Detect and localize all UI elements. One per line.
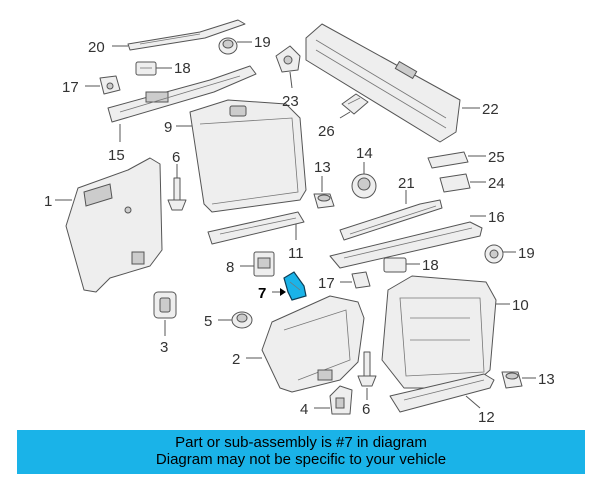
callout-9: 9 [164, 119, 172, 136]
part-11-lower-strip[interactable] [207, 211, 305, 245]
part-17-clip-middle[interactable] [351, 271, 371, 289]
part-17-clip-left[interactable] [99, 75, 121, 95]
callout-22: 22 [482, 101, 499, 118]
callout-24: 24 [488, 175, 505, 192]
part-4-clip[interactable] [329, 385, 353, 415]
part-7-highlighted-bracket[interactable] [283, 271, 307, 301]
part-24-panel[interactable] [439, 173, 471, 193]
part-21-scuff-plate[interactable] [339, 199, 443, 241]
part-6-pin-upper[interactable] [167, 177, 187, 211]
part-8-bracket[interactable] [253, 251, 275, 277]
callout-10: 10 [512, 297, 529, 314]
callout-17-middle: 17 [318, 275, 335, 292]
part-18-clip-middle[interactable] [383, 257, 407, 273]
part-20-upper-trim-strip[interactable] [127, 19, 246, 51]
part-13-nut-upper[interactable] [313, 193, 335, 209]
part-1-side-trim-panel[interactable] [65, 157, 163, 293]
part-5-nut[interactable] [231, 311, 253, 329]
callout-23: 23 [282, 93, 299, 110]
callout-17-left: 17 [62, 79, 79, 96]
callout-18-middle: 18 [422, 257, 439, 274]
callout-16: 16 [488, 209, 505, 226]
part-6-pin-lower[interactable] [357, 351, 377, 387]
part-15-side-garnish[interactable] [107, 65, 257, 123]
callout-20: 20 [88, 39, 105, 56]
part-18-clip-top[interactable] [135, 61, 157, 76]
callout-4: 4 [300, 401, 308, 418]
part-10-storage-box[interactable] [381, 275, 497, 389]
callout-18-top: 18 [174, 60, 191, 77]
banner-line-disclaimer: Diagram may not be specific to your vehi… [155, 451, 447, 468]
part-19-clip-right[interactable] [484, 244, 504, 264]
part-22-tonneau-cover[interactable] [305, 23, 461, 143]
banner-line-part: Part or sub-assembly is #7 in diagram [175, 434, 427, 451]
part-2-lower-quarter-trim[interactable] [261, 295, 365, 393]
callout-5: 5 [204, 313, 212, 330]
part-23-bracket[interactable] [275, 45, 301, 73]
callout-19-top: 19 [254, 34, 271, 51]
part-12-sill-plate[interactable] [389, 373, 495, 413]
part-9-quarter-panel-upper[interactable] [189, 99, 307, 213]
callout-3: 3 [160, 339, 168, 356]
part-16-rail[interactable] [329, 221, 483, 269]
info-banner: Part or sub-assembly is #7 in diagram Di… [17, 430, 585, 474]
part-13-nut-lower[interactable] [501, 371, 523, 389]
callout-2: 2 [232, 351, 240, 368]
callout-13-lower: 13 [538, 371, 555, 388]
callout-8: 8 [226, 259, 234, 276]
callout-12: 12 [478, 409, 495, 426]
callout-15: 15 [108, 147, 125, 164]
callout-13-upper: 13 [314, 159, 331, 176]
callout-1: 1 [44, 193, 52, 210]
callout-21: 21 [398, 175, 415, 192]
callout-11: 11 [288, 245, 304, 262]
part-25-panel[interactable] [427, 151, 469, 169]
callout-14: 14 [356, 145, 373, 162]
callout-19-right: 19 [518, 245, 535, 262]
part-3-clip[interactable] [153, 291, 177, 319]
callout-26: 26 [318, 123, 335, 140]
arrow-icon [280, 288, 286, 296]
part-14-cup-holder[interactable] [351, 173, 377, 199]
callout-25: 25 [488, 149, 505, 166]
callout-6-lower: 6 [362, 401, 370, 418]
part-26-clip[interactable] [341, 93, 369, 115]
callout-6-upper: 6 [172, 149, 180, 166]
parts-diagram: 20 19 18 17 15 23 22 26 9 6 1 11 13 14 2… [44, 19, 555, 426]
part-19-clip-top[interactable] [218, 37, 238, 55]
callout-7: 7 [258, 285, 266, 302]
